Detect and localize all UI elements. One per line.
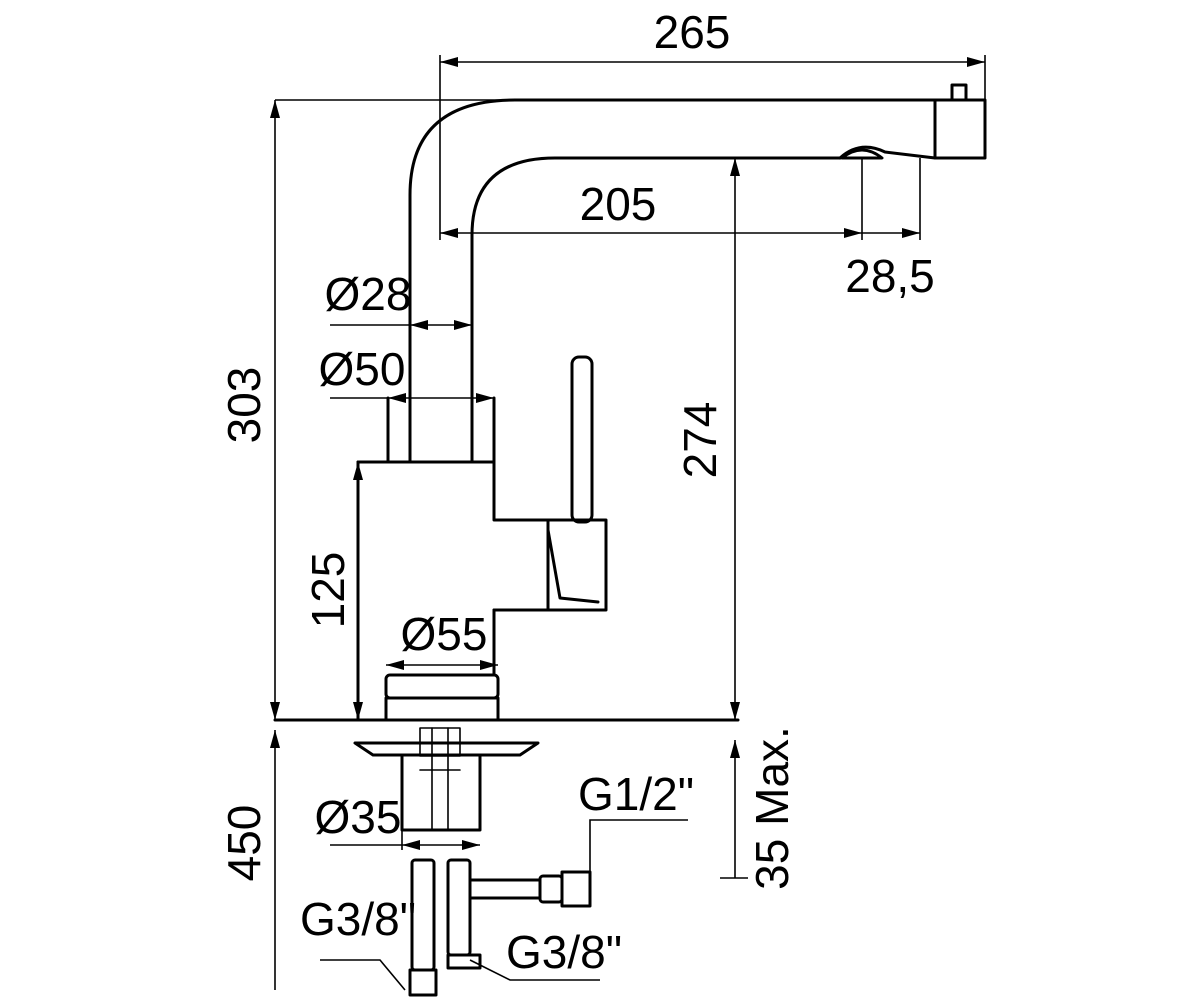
dim-body-height: 125 [302, 552, 354, 629]
dim-hose-length: 450 [218, 805, 270, 882]
conn-supply-left: G3/8" [300, 893, 416, 945]
dim-outlet-offset: 28,5 [845, 250, 935, 302]
dim-spout-height: 274 [674, 402, 726, 479]
dim-base-dia: Ø55 [401, 608, 488, 660]
conn-supply-right: G3/8" [506, 926, 622, 978]
dim-mounting-hole-dia: Ø35 [315, 791, 402, 843]
dim-spout-tube-dia: Ø28 [325, 268, 412, 320]
dim-overall-height: 303 [218, 367, 270, 444]
dim-max-deck-thickness: 35 Max. [746, 726, 798, 890]
dim-overall-reach: 265 [654, 6, 731, 58]
dim-upper-body-dia: Ø50 [319, 343, 406, 395]
dimension-labels: 265 205 28,5 Ø28 Ø50 Ø55 Ø35 303 274 125… [218, 6, 935, 978]
dim-spout-reach: 205 [580, 178, 657, 230]
conn-outlet-fitting: G1/2" [578, 768, 694, 820]
dimension-lines [270, 55, 986, 991]
